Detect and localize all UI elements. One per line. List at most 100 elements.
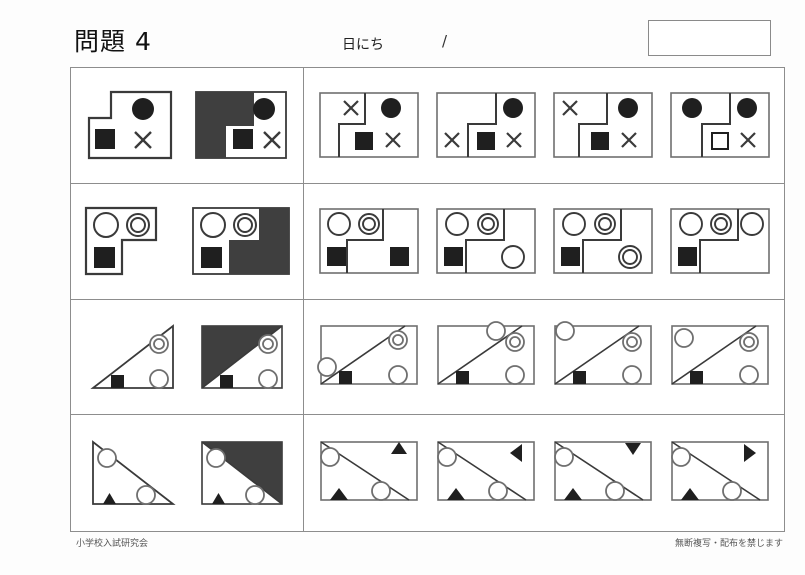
row-3-option-1[interactable] bbox=[316, 320, 421, 394]
filled-square-icon bbox=[572, 370, 586, 384]
double-circle-icon bbox=[593, 213, 616, 236]
name-entry-box[interactable] bbox=[648, 20, 771, 56]
cross-icon bbox=[384, 132, 401, 149]
row-1-option-2[interactable] bbox=[434, 88, 538, 162]
open-circle-icon bbox=[387, 364, 408, 385]
open-circle-icon bbox=[673, 327, 694, 348]
row-1-option-1[interactable] bbox=[317, 88, 421, 162]
filled-square-icon bbox=[677, 247, 697, 267]
row-4-prompt-shaded bbox=[200, 441, 283, 506]
filled-circle-icon bbox=[502, 98, 523, 119]
row-2-option-4[interactable] bbox=[668, 204, 772, 278]
open-circle-icon bbox=[319, 447, 340, 468]
cross-icon bbox=[561, 100, 578, 117]
cross-icon bbox=[505, 132, 522, 149]
open-circle-icon bbox=[604, 481, 625, 502]
open-circle-icon bbox=[199, 212, 226, 239]
row-4-option-1[interactable] bbox=[317, 436, 421, 510]
filled-square-icon bbox=[326, 247, 346, 267]
problem-row-2 bbox=[71, 183, 784, 300]
double-circle-icon bbox=[257, 333, 278, 354]
row-4-prompt bbox=[71, 415, 304, 531]
filled-square-icon bbox=[689, 370, 703, 384]
row-3-prompt-shaded bbox=[200, 325, 283, 389]
row-4-option-2[interactable] bbox=[434, 436, 538, 510]
open-circle-icon bbox=[561, 212, 586, 237]
filled-square-icon bbox=[219, 374, 233, 388]
cross-icon bbox=[620, 132, 637, 149]
row-4-option-4[interactable] bbox=[668, 436, 772, 510]
double-circle-icon bbox=[617, 245, 642, 270]
double-circle-icon bbox=[709, 213, 732, 236]
filled-square-icon bbox=[110, 374, 124, 388]
page-footer: 小学校入試研究会 無断複写・配布を禁じます bbox=[70, 536, 785, 556]
filled-square-icon bbox=[232, 129, 253, 150]
filled-triangle-down-icon bbox=[624, 443, 641, 456]
problem-row-3 bbox=[71, 299, 784, 416]
problem-grid bbox=[70, 67, 785, 532]
open-circle-icon bbox=[148, 368, 169, 389]
cross-icon bbox=[262, 131, 281, 150]
open-circle-icon bbox=[487, 481, 508, 502]
cross-icon bbox=[342, 100, 359, 117]
filled-square-icon bbox=[200, 247, 222, 269]
open-circle-icon bbox=[721, 481, 742, 502]
filled-circle-icon bbox=[617, 98, 638, 119]
row-1-prompt bbox=[71, 68, 304, 183]
double-circle-icon bbox=[148, 333, 169, 354]
row-2-option-3[interactable] bbox=[551, 204, 655, 278]
open-circle-icon bbox=[670, 447, 691, 468]
open-circle-icon bbox=[504, 364, 525, 385]
cross-icon bbox=[133, 131, 152, 150]
open-circle-icon bbox=[244, 485, 265, 506]
open-circle-icon bbox=[96, 448, 117, 469]
row-1-prompt-plain bbox=[87, 91, 172, 160]
open-circle-icon bbox=[678, 212, 703, 237]
row-3-option-3[interactable] bbox=[551, 320, 655, 394]
date-label: 日にち bbox=[342, 37, 384, 53]
filled-triangle-up-icon bbox=[446, 488, 465, 501]
row-3-prompt-plain bbox=[89, 324, 174, 389]
filled-square-icon bbox=[94, 129, 115, 150]
double-circle-icon bbox=[621, 331, 642, 352]
open-circle-icon bbox=[92, 212, 119, 239]
row-2-prompt bbox=[71, 183, 304, 299]
row-2-option-1[interactable] bbox=[317, 204, 421, 278]
row-1-prompt-shaded bbox=[194, 91, 287, 160]
row-2-option-2[interactable] bbox=[434, 204, 538, 278]
problem-row-4 bbox=[71, 415, 784, 531]
open-circle-icon bbox=[554, 320, 575, 341]
open-circle-icon bbox=[316, 356, 337, 377]
row-4-options bbox=[304, 415, 784, 531]
row-3-options bbox=[304, 300, 784, 415]
filled-square-icon bbox=[338, 370, 352, 384]
filled-circle-icon bbox=[380, 98, 401, 119]
row-1-option-3[interactable] bbox=[551, 88, 655, 162]
open-circle-icon bbox=[205, 448, 226, 469]
double-circle-icon bbox=[738, 331, 759, 352]
row-3-option-2[interactable] bbox=[434, 320, 538, 394]
date-separator: / bbox=[442, 32, 448, 50]
double-circle-icon bbox=[504, 331, 525, 352]
filled-square-icon bbox=[389, 247, 409, 267]
filled-square-icon bbox=[560, 247, 580, 267]
filled-triangle-up-icon bbox=[390, 442, 407, 455]
open-circle-icon bbox=[326, 212, 351, 237]
filled-circle-icon bbox=[252, 98, 275, 121]
open-circle-icon bbox=[135, 485, 156, 506]
filled-square-icon bbox=[590, 132, 609, 151]
row-4-option-3[interactable] bbox=[551, 436, 655, 510]
open-circle-icon bbox=[738, 364, 759, 385]
row-1-option-4[interactable] bbox=[668, 88, 772, 162]
row-2-prompt-plain bbox=[84, 207, 157, 276]
footer-copyright: 無断複写・配布を禁じます bbox=[674, 539, 783, 549]
filled-square-icon bbox=[93, 247, 115, 269]
filled-square-icon bbox=[455, 370, 469, 384]
filled-circle-icon bbox=[736, 98, 757, 119]
filled-triangle-up-icon bbox=[680, 488, 699, 501]
filled-circle-icon bbox=[681, 98, 702, 119]
open-circle-icon bbox=[485, 320, 506, 341]
row-3-option-4[interactable] bbox=[668, 320, 772, 394]
filled-triangle-up-icon bbox=[329, 488, 348, 501]
open-circle-icon bbox=[444, 212, 469, 237]
